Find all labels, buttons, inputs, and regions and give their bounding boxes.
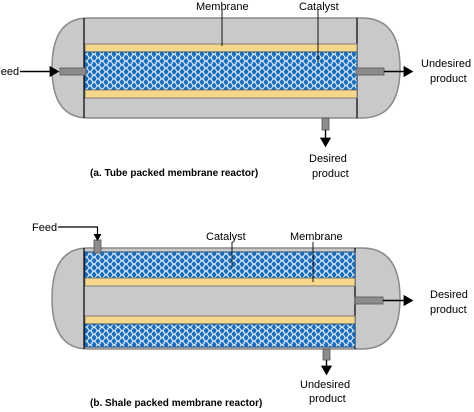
arrow-down-icon (93, 234, 102, 241)
reactor-b-feed-line (58, 226, 99, 240)
reactor-a-desired-label-1: Desired (309, 153, 347, 165)
reactor-b-desired-label-2: product (430, 304, 467, 316)
reactor-a: Feed Undesired product Desired product M… (0, 1, 471, 180)
reactor-a-undesired-label-1: Undesired (421, 58, 471, 70)
reactor-a-desired-label-2: product (312, 168, 349, 180)
reactor-b-caption: (b. Shale packed membrane reactor) (90, 398, 262, 409)
reactor-b-membrane-label: Membrane (290, 231, 343, 243)
reactor-b-membrane-bottom (84, 315, 356, 325)
reactor-b-catalyst-bottom (84, 323, 356, 348)
reactor-a-catalyst-bed (84, 51, 358, 91)
reactor-a-membrane-top (84, 43, 358, 53)
reactor-b-feed-label: Feed (32, 222, 57, 234)
reactor-a-undesired-label-2: product (430, 73, 467, 85)
reactor-a-undesired-nozzle (355, 67, 385, 76)
reactor-b-undesired-label-2: product (309, 393, 346, 405)
reactor-b-desired-nozzle (354, 296, 384, 305)
reactor-b-desired-label-1: Desired (430, 289, 468, 301)
reactor-b: Feed Catalyst Membrane Desired product U… (32, 222, 468, 409)
reactor-b-feed-nozzle (93, 239, 102, 254)
reactor-a-desired-nozzle (321, 117, 330, 131)
reactor-b-catalyst-top (84, 251, 356, 279)
reactor-a-feed-nozzle (59, 67, 87, 76)
reactor-b-undesired-label-1: Undesired (300, 379, 350, 391)
reactor-a-feed-label: Feed (0, 66, 19, 78)
reactor-b-catalyst-label: Catalyst (206, 231, 246, 243)
reactor-a-membrane-bottom (84, 89, 358, 99)
reactor-a-caption: (a. Tube packed membrane reactor) (90, 168, 258, 179)
reactor-b-membrane-top (84, 277, 356, 287)
reactor-a-membrane-label: Membrane (196, 1, 249, 13)
reactor-b-undesired-nozzle (322, 348, 331, 361)
reactor-a-catalyst-label: Catalyst (299, 1, 339, 13)
